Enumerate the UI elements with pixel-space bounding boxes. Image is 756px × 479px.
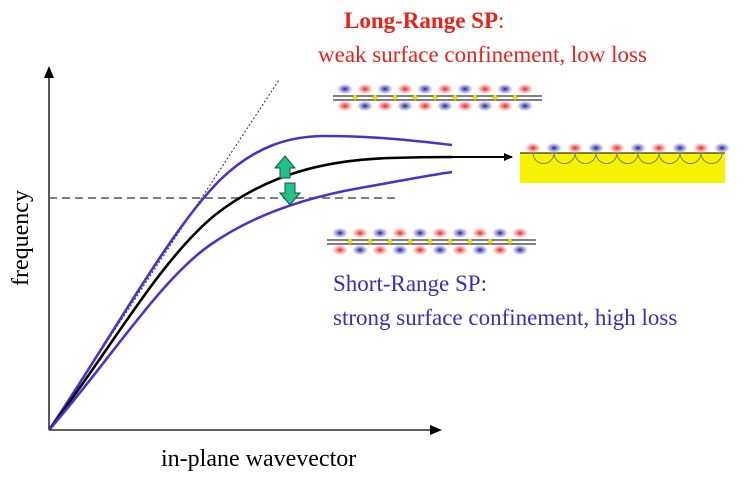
negative-charge: [331, 227, 349, 239]
negative-charge: [587, 142, 605, 154]
field-marker: [392, 94, 398, 101]
field-marker: [447, 238, 453, 245]
field-marker: [387, 238, 393, 245]
lower-split-arrow-icon: [278, 182, 302, 206]
x-axis-arrowhead: [430, 425, 442, 435]
positive-charge: [436, 83, 454, 95]
negative-charge: [671, 142, 689, 154]
charge: [451, 244, 469, 256]
negative-charge: [629, 142, 647, 154]
positive-charge: [692, 142, 710, 154]
charge: [396, 100, 414, 112]
charge: [456, 100, 474, 112]
charge: [356, 100, 374, 112]
negative-charge: [456, 83, 474, 95]
charge: [411, 244, 429, 256]
field-marker: [352, 94, 358, 101]
negative-charge: [376, 83, 394, 95]
short-range-sp-description: strong surface confinement, high loss: [333, 305, 678, 330]
positive-charge: [566, 142, 584, 154]
charge: [471, 244, 489, 256]
field-marker: [452, 94, 458, 101]
negative-charge: [411, 227, 429, 239]
charge: [491, 244, 509, 256]
field-marker: [412, 94, 418, 101]
field-line: [658, 152, 681, 164]
short-range-sp-curve: [48, 170, 453, 431]
negative-charge: [496, 83, 514, 95]
positive-charge: [524, 142, 542, 154]
positive-charge: [608, 142, 626, 154]
charge: [351, 244, 369, 256]
long-range-mode-illustration: [333, 83, 542, 112]
long-range-sp-curve: [47, 134, 453, 431]
charge: [511, 244, 529, 256]
positive-charge: [396, 83, 414, 95]
field-marker: [367, 238, 373, 245]
charge: [391, 244, 409, 256]
single-interface-sp-curve: [47, 155, 453, 431]
field-line: [532, 152, 555, 164]
positive-charge: [476, 83, 494, 95]
short-range-sp-title: Short-Range SP:: [333, 271, 487, 296]
field-marker: [347, 238, 353, 245]
charge: [376, 100, 394, 112]
field-marker: [487, 238, 493, 245]
upper-split-arrow-icon: [273, 155, 297, 179]
positive-charge: [391, 227, 409, 239]
charge: [416, 100, 434, 112]
field-line: [616, 152, 639, 164]
field-marker: [492, 94, 498, 101]
field-marker: [467, 238, 473, 245]
negative-charge: [336, 83, 354, 95]
field-marker: [432, 94, 438, 101]
field-line: [595, 152, 618, 164]
short-range-mode-illustration: [327, 227, 536, 256]
positive-charge: [650, 142, 668, 154]
positive-charge: [351, 227, 369, 239]
x-axis-label: in-plane wavevector: [161, 446, 357, 472]
positive-charge: [471, 227, 489, 239]
field-line: [679, 152, 702, 164]
charge: [331, 244, 349, 256]
single-interface-mode-illustration: [520, 142, 731, 183]
positive-charge: [356, 83, 374, 95]
charge: [516, 100, 534, 112]
charge: [336, 100, 354, 112]
field-marker: [507, 238, 513, 245]
field-marker: [512, 94, 518, 101]
negative-charge: [371, 227, 389, 239]
long-range-sp-title: Long-Range SP:: [344, 8, 505, 33]
charge: [436, 100, 454, 112]
field-marker: [472, 94, 478, 101]
field-line: [700, 152, 723, 164]
field-marker: [427, 238, 433, 245]
y-axis-arrowhead: [44, 66, 54, 78]
positive-charge: [431, 227, 449, 239]
y-axis-label: frequency: [8, 190, 34, 286]
charge: [371, 244, 389, 256]
charge: [431, 244, 449, 256]
long-range-sp-description: weak surface confinement, low loss: [318, 42, 647, 67]
field-marker: [372, 94, 378, 101]
positive-charge: [511, 227, 529, 239]
negative-charge: [545, 142, 563, 154]
negative-charge: [491, 227, 509, 239]
charge: [496, 100, 514, 112]
negative-charge: [713, 142, 731, 154]
negative-charge: [416, 83, 434, 95]
field-line: [574, 152, 597, 164]
metal-substrate: [520, 153, 725, 183]
field-line: [637, 152, 660, 164]
charge: [476, 100, 494, 112]
field-line: [553, 152, 576, 164]
positive-charge: [516, 83, 534, 95]
field-marker: [407, 238, 413, 245]
negative-charge: [451, 227, 469, 239]
